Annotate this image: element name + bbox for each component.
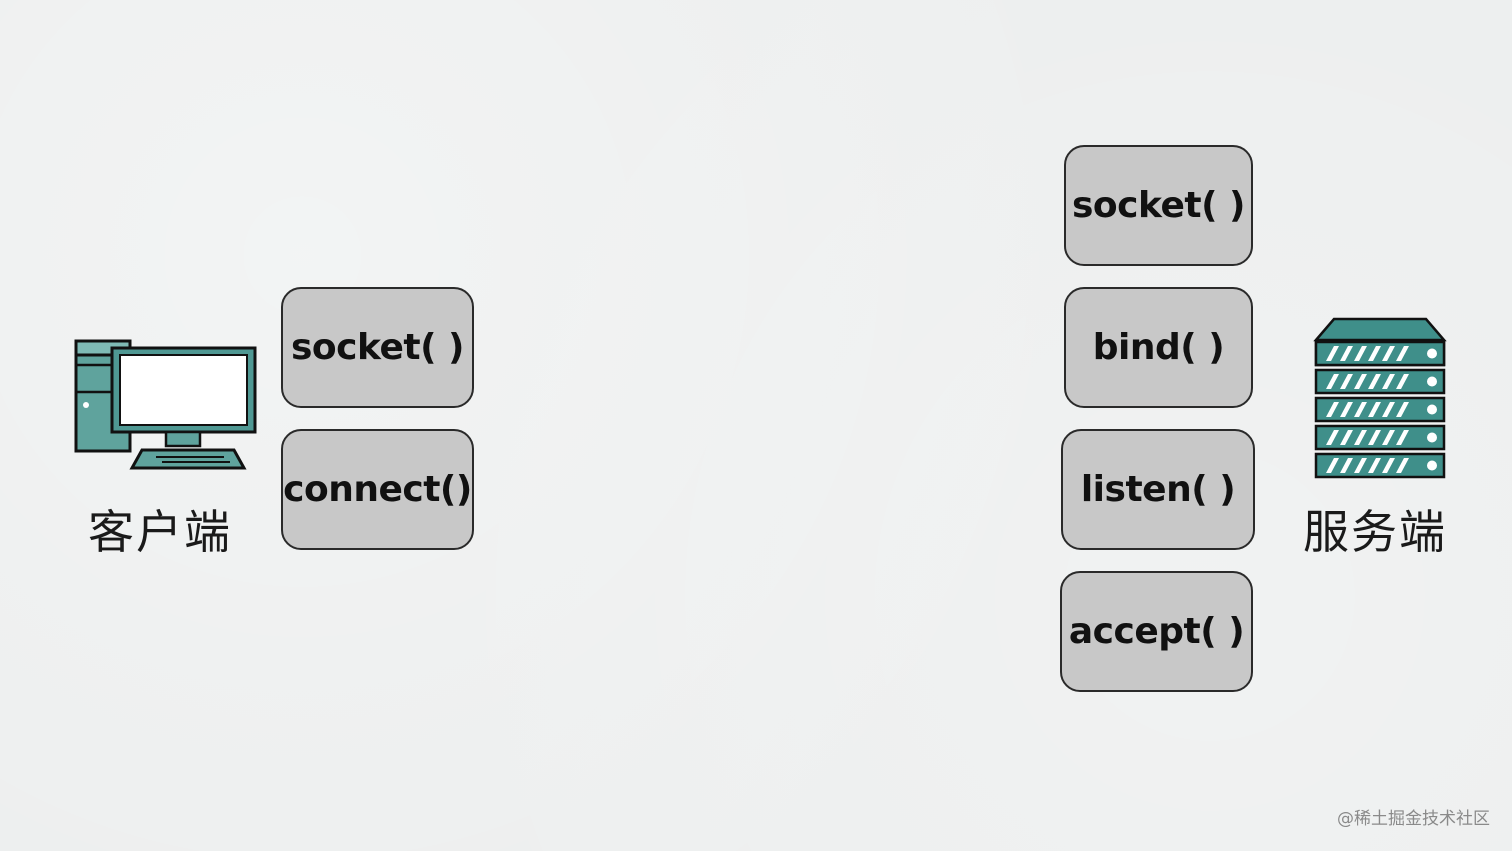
server-bind-box: bind( )	[1064, 287, 1253, 408]
server-accept-box: accept( )	[1060, 571, 1253, 692]
server-label: 服务端	[1303, 505, 1447, 559]
client-label: 客户端	[88, 505, 232, 559]
client-socket-box: socket( )	[281, 287, 474, 408]
desktop-computer-icon	[74, 338, 258, 472]
server-listen-box: listen( )	[1061, 429, 1255, 550]
server-socket-box: socket( )	[1064, 145, 1253, 266]
client-connect-box: connect()	[281, 429, 474, 550]
server-rack-icon	[1312, 316, 1448, 480]
watermark: @稀土掘金技术社区	[1337, 809, 1490, 829]
